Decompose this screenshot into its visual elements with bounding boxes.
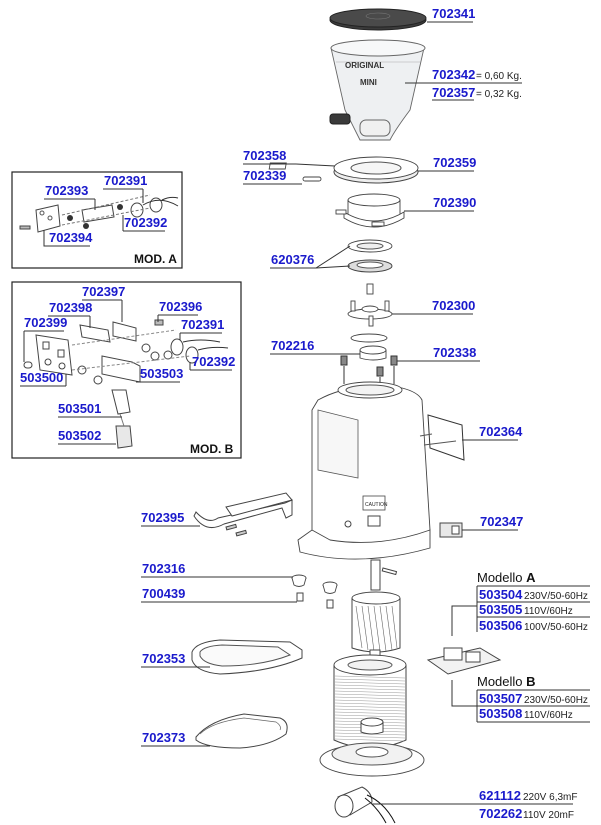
spec-503508: 110V/60Hz bbox=[524, 710, 573, 721]
stator-winding-line bbox=[334, 738, 406, 742]
spec-702357: = 0,32 Kg. bbox=[476, 89, 522, 100]
stator-winding-line bbox=[334, 690, 406, 694]
spec-702262: 110V 20mF bbox=[523, 810, 574, 821]
part-number-503504[interactable]: 503504 bbox=[479, 587, 523, 602]
mod-b-part-503503[interactable]: 503503 bbox=[140, 366, 183, 381]
part-number-702373[interactable]: 702373 bbox=[142, 730, 185, 745]
spec-621112: 220V 6,3mF bbox=[523, 792, 577, 803]
hopper-label-mini: MINI bbox=[360, 78, 377, 87]
mod-b-part-702399[interactable]: 702399 bbox=[24, 315, 67, 330]
capacitor-part bbox=[334, 786, 396, 824]
part-number-700439[interactable]: 700439 bbox=[142, 586, 185, 601]
burr-carrier-part bbox=[335, 193, 405, 228]
fork-part bbox=[193, 492, 293, 537]
caution-label: CAUTION bbox=[365, 502, 388, 508]
part-number-503506[interactable]: 503506 bbox=[479, 618, 522, 633]
spec-503506: 100V/50-60Hz bbox=[524, 622, 588, 633]
part-number-503505[interactable]: 503505 bbox=[479, 602, 522, 617]
mod-a-part-702394[interactable]: 702394 bbox=[49, 230, 93, 245]
part-number-702390[interactable]: 702390 bbox=[433, 195, 476, 210]
part-number-702300[interactable]: 702300 bbox=[432, 298, 475, 313]
stator-winding-line bbox=[334, 696, 406, 700]
spec-503507: 230V/50-60Hz bbox=[524, 695, 588, 706]
mod-a-part-702391[interactable]: 702391 bbox=[104, 173, 147, 188]
leader-board-a bbox=[451, 605, 477, 636]
part-number-702357[interactable]: 702357 bbox=[432, 85, 475, 100]
side-panel-part bbox=[419, 414, 465, 461]
stator-winding-line bbox=[334, 687, 406, 691]
switch-part bbox=[439, 522, 463, 538]
burrs-part bbox=[347, 239, 393, 273]
stator-winding-line bbox=[334, 714, 406, 718]
stator-winding-line bbox=[334, 702, 406, 706]
mod-a-part-702392[interactable]: 702392 bbox=[124, 215, 167, 230]
part-number-621112[interactable]: 621112 bbox=[479, 788, 521, 803]
lid-part bbox=[329, 8, 427, 31]
part-number-702216[interactable]: 702216 bbox=[271, 338, 314, 353]
stator-winding-line bbox=[334, 693, 406, 697]
part-number-702316[interactable]: 702316 bbox=[142, 561, 185, 576]
tray-grid-part bbox=[195, 713, 288, 749]
stator-winding-line bbox=[334, 675, 406, 679]
mod-a-part-702393[interactable]: 702393 bbox=[45, 183, 88, 198]
stator-winding-line bbox=[334, 708, 406, 712]
part-number-503508[interactable]: 503508 bbox=[479, 706, 522, 721]
stator-winding-line bbox=[334, 711, 406, 715]
mod-a-inset bbox=[11, 171, 183, 269]
hopper-part: ORIGINAL MINI bbox=[329, 39, 426, 141]
part-number-620376[interactable]: 620376 bbox=[271, 252, 314, 267]
part-number-702358[interactable]: 702358 bbox=[243, 148, 286, 163]
tray-part bbox=[191, 639, 303, 675]
model-b-heading: Modello B bbox=[477, 674, 536, 689]
stator-winding-line bbox=[334, 699, 406, 703]
mod-b-part-702398[interactable]: 702398 bbox=[49, 300, 92, 315]
leader-board-b bbox=[451, 680, 477, 707]
part-number-503507[interactable]: 503507 bbox=[479, 691, 522, 706]
grinder-body-part: CAUTION bbox=[297, 381, 431, 560]
part-number-702341[interactable]: 702341 bbox=[432, 6, 475, 21]
model-b-table: Modello B 503507 230V/50-60Hz 503508 110… bbox=[476, 674, 590, 723]
stator-winding-line bbox=[334, 735, 406, 739]
part-number-702339[interactable]: 702339 bbox=[243, 168, 286, 183]
bearing-part bbox=[340, 333, 398, 384]
spec-503504: 230V/50-60Hz bbox=[524, 591, 588, 602]
part-number-702262[interactable]: 702262 bbox=[479, 806, 522, 821]
spec-503505: 110V/60Hz bbox=[524, 606, 573, 617]
adjust-ring-part bbox=[268, 156, 419, 184]
part-number-702395[interactable]: 702395 bbox=[141, 510, 184, 525]
motor-part bbox=[319, 559, 425, 777]
stator-winding-line bbox=[334, 705, 406, 709]
mod-b-part-702396[interactable]: 702396 bbox=[159, 299, 202, 314]
hopper-label-original: ORIGINAL bbox=[345, 61, 384, 70]
mod-b-title: MOD. B bbox=[190, 442, 234, 456]
part-number-702364[interactable]: 702364 bbox=[479, 424, 523, 439]
electronic-board-part bbox=[426, 647, 502, 675]
burr-holder-part bbox=[347, 283, 393, 327]
part-number-702353[interactable]: 702353 bbox=[142, 651, 185, 666]
leader-702394 bbox=[43, 230, 90, 247]
part-number-702359[interactable]: 702359 bbox=[433, 155, 476, 170]
mod-b-part-503501[interactable]: 503501 bbox=[58, 401, 101, 416]
mod-b-part-702391[interactable]: 702391 bbox=[181, 317, 224, 332]
stator-winding-line bbox=[334, 681, 406, 685]
mod-b-part-702392[interactable]: 702392 bbox=[192, 354, 235, 369]
part-number-702338[interactable]: 702338 bbox=[433, 345, 476, 360]
stator-winding-line bbox=[334, 678, 406, 682]
mod-b-part-702397[interactable]: 702397 bbox=[82, 284, 125, 299]
part-number-702347[interactable]: 702347 bbox=[480, 514, 523, 529]
part-number-702342[interactable]: 702342 bbox=[432, 67, 475, 82]
stator-winding-line bbox=[334, 684, 406, 688]
model-a-heading: Modello A bbox=[477, 570, 536, 585]
mod-b-part-503502[interactable]: 503502 bbox=[58, 428, 101, 443]
mod-b-part-503500[interactable]: 503500 bbox=[20, 370, 63, 385]
mod-a-title: MOD. A bbox=[134, 252, 177, 266]
spec-702342: = 0,60 Kg. bbox=[476, 71, 522, 82]
feet-part bbox=[291, 574, 338, 609]
model-a-table: Modello A 503504 230V/50-60Hz 503505 110… bbox=[476, 570, 590, 633]
